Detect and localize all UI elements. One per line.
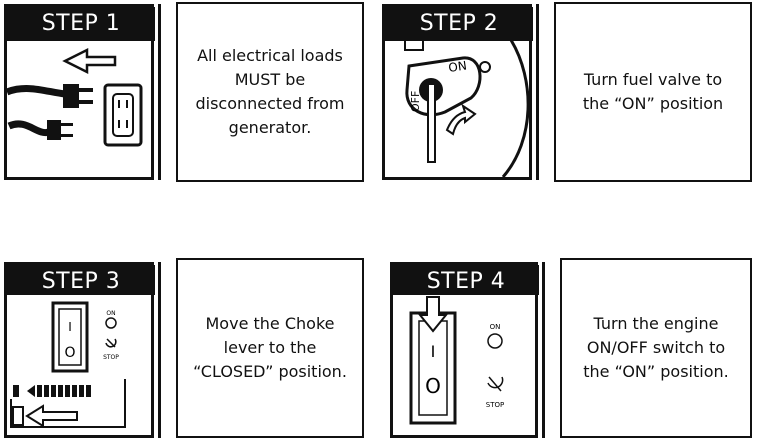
rotate-arrow-icon — [445, 103, 477, 136]
plug-body-icon — [63, 84, 79, 108]
plug-outlet-illustration — [7, 47, 143, 147]
fuel-valve-illustration: ON OFF — [404, 40, 529, 177]
valve-body-icon — [405, 56, 482, 117]
step-2-header: STEP 2 — [385, 7, 533, 41]
switch-off-mark: O — [64, 345, 75, 361]
choke-scale-icon — [13, 385, 91, 397]
step-1-instruction-box: All electrical loads MUST be disconnecte… — [176, 2, 364, 182]
on-symbol-icon — [487, 333, 503, 349]
stop-symbol-icon — [487, 376, 504, 392]
on-label: ON — [106, 310, 115, 317]
choke-left-arrow-icon — [25, 404, 78, 428]
switch-on-mark: I — [68, 320, 72, 334]
engine-switch-illustration: I O ON STOP — [409, 296, 504, 425]
step-2-instruction-box: Turn fuel valve to the “ON” position — [554, 2, 752, 182]
valve-lever-icon — [427, 83, 436, 163]
step-3-instruction-box: Move the Choke lever to the “CLOSED” pos… — [176, 258, 364, 438]
switch-off-mark: O — [425, 374, 441, 398]
choke-illustration: I O ON STOP — [10, 301, 126, 428]
choke-track-outline — [10, 379, 126, 428]
step-3-instruction: Move the Choke lever to the “CLOSED” pos… — [193, 314, 347, 381]
step-4-instruction: Turn the engine ON/OFF switch to the “ON… — [583, 314, 729, 381]
fuel-tank-outline — [501, 40, 529, 177]
step-4-divider — [542, 262, 545, 438]
stop-symbol-icon — [105, 338, 117, 348]
plug-cord — [7, 85, 66, 98]
on-symbol-icon — [105, 317, 117, 329]
switch-on-mark: I — [431, 342, 436, 361]
down-arrow-icon — [417, 296, 449, 333]
left-arrow-icon — [62, 47, 117, 75]
step-2-divider — [536, 4, 539, 180]
valve-on-label: ON — [447, 59, 467, 75]
step-3-divider — [158, 262, 161, 438]
plug-cord-2 — [7, 120, 51, 137]
step-3-panel: STEP 3 — [4, 262, 155, 438]
step-1-instruction: All electrical loads MUST be disconnecte… — [195, 46, 345, 137]
step-4-instruction-box: Turn the engine ON/OFF switch to the “ON… — [560, 258, 752, 438]
step-1-divider — [158, 4, 161, 180]
step-4-header: STEP 4 — [393, 265, 539, 295]
valve-off-label: OFF — [409, 91, 422, 112]
plug-2-body-icon — [47, 120, 61, 140]
step-3-header: STEP 3 — [7, 265, 155, 295]
step-1-header: STEP 1 — [7, 7, 155, 41]
stop-label: STOP — [103, 354, 119, 361]
choke-lever-icon — [12, 406, 24, 426]
on-label: ON — [490, 323, 501, 331]
stop-label: STOP — [486, 401, 504, 409]
step-2-instruction: Turn fuel valve to the “ON” position — [582, 70, 724, 113]
